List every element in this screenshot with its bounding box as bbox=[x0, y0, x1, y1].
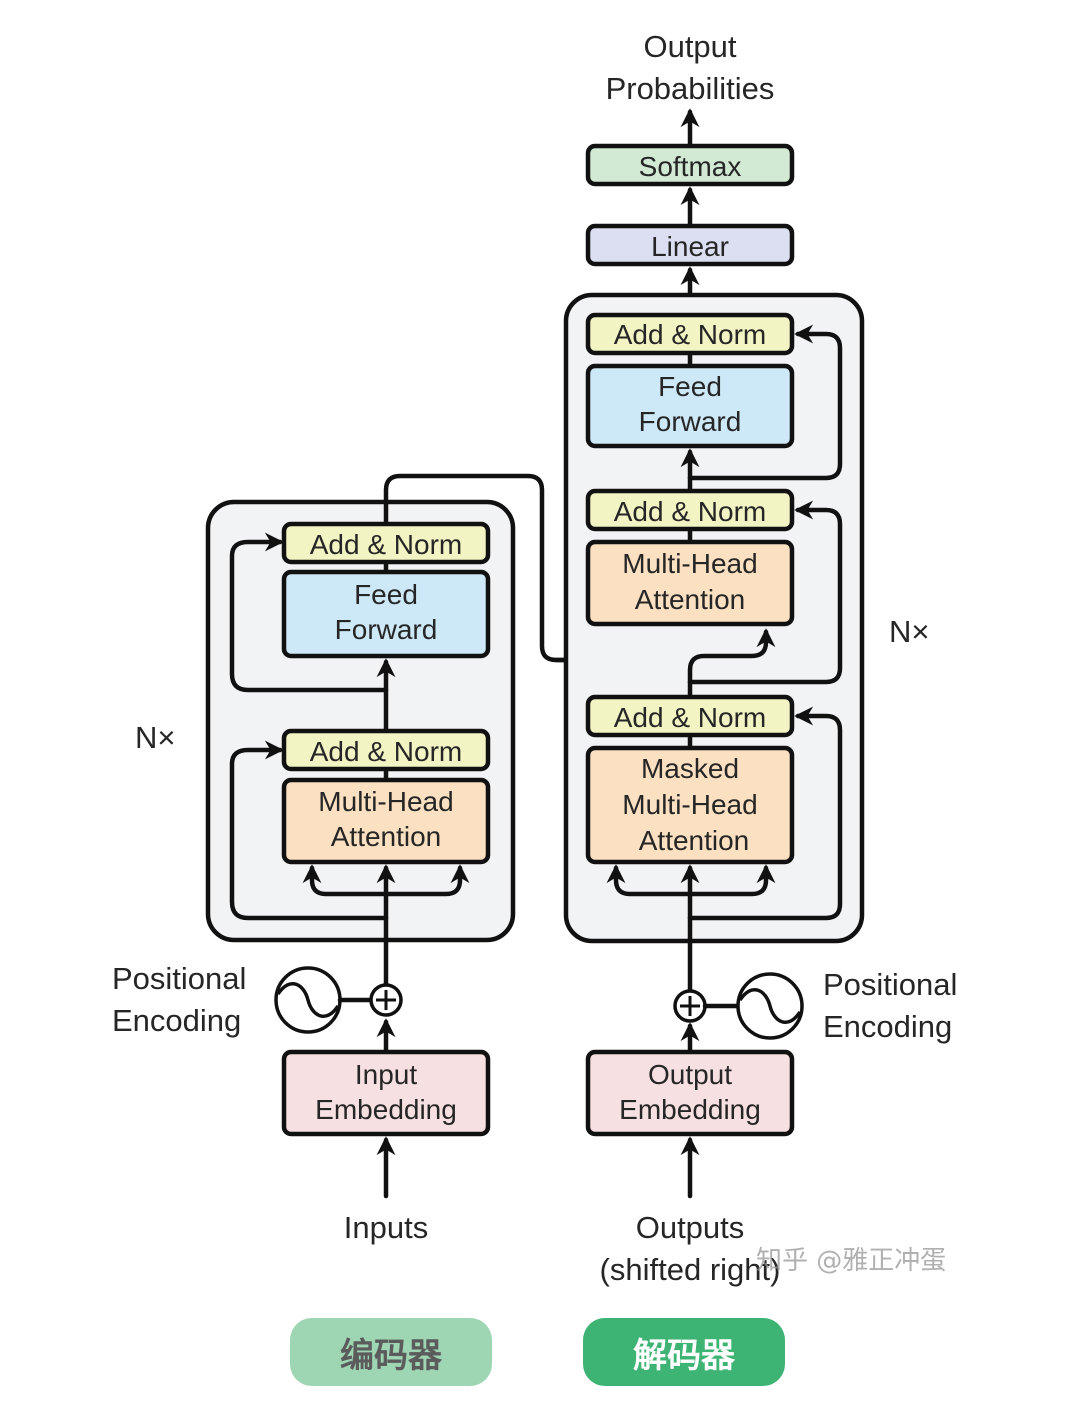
outputs-label-1: Outputs bbox=[636, 1210, 745, 1245]
output-embedding-label-2: Embedding bbox=[619, 1094, 761, 1125]
encoder-badge[interactable]: 编码器 bbox=[290, 1318, 492, 1386]
encoder-multi-head-attention bbox=[281, 777, 491, 865]
decoder-query-wire bbox=[687, 628, 776, 700]
decoder-masked-v-wire bbox=[687, 864, 776, 897]
encoder-add-norm-top bbox=[281, 521, 491, 565]
encoder-attn-label-2: Attention bbox=[331, 821, 442, 852]
decoder-cross-residual-wire bbox=[687, 500, 843, 685]
decoder-cross-attn-label-2: Attention bbox=[635, 584, 746, 615]
encoder-pe-label-2: Encoding bbox=[112, 1003, 241, 1038]
encoder-sine-wave-icon bbox=[274, 966, 342, 1034]
output-embedding-label-1: Output bbox=[648, 1059, 732, 1090]
decoder-sine-wave-icon bbox=[736, 972, 804, 1040]
decoder-nx-label: N× bbox=[889, 614, 930, 649]
decoder-add-norm-mid bbox=[585, 488, 795, 532]
linear-box bbox=[585, 223, 795, 267]
input-embedding-box bbox=[281, 1049, 491, 1137]
output-label-line2: Probabilities bbox=[606, 71, 775, 106]
encoder-add-norm-bottom bbox=[281, 728, 491, 772]
linear-label: Linear bbox=[651, 231, 729, 262]
encoder-attn-k-wire bbox=[302, 864, 389, 897]
watermark: 知乎 @雅正冲蛋 bbox=[756, 1246, 947, 1276]
decoder-add-norm-bottom bbox=[585, 694, 795, 738]
encoder-add-norm-top-label: Add & Norm bbox=[310, 529, 463, 560]
decoder-cross-attn-label-1: Multi-Head bbox=[622, 548, 757, 579]
decoder-ff-residual-wire bbox=[687, 324, 843, 481]
decoder-add-norm-bottom-label: Add & Norm bbox=[614, 702, 767, 733]
inputs-label: Inputs bbox=[344, 1210, 428, 1245]
input-embedding-label-1: Input bbox=[355, 1059, 417, 1090]
encoder-nx-label: N× bbox=[135, 720, 176, 755]
softmax-label: Softmax bbox=[639, 151, 742, 182]
decoder-cross-attention bbox=[585, 539, 795, 627]
decoder-badge[interactable]: 解码器 bbox=[583, 1318, 785, 1386]
encoder-add-circle-icon bbox=[369, 983, 403, 1017]
encoder-output-wire bbox=[383, 473, 693, 663]
decoder-masked-label-2: Multi-Head bbox=[622, 789, 757, 820]
output-label-line1: Output bbox=[643, 29, 736, 64]
encoder-feed-forward bbox=[281, 569, 491, 659]
input-embedding-label-2: Embedding bbox=[315, 1094, 457, 1125]
decoder-masked-label-1: Masked bbox=[641, 753, 739, 784]
decoder-pe-label-1: Positional bbox=[823, 967, 957, 1002]
encoder-attn-label-1: Multi-Head bbox=[318, 786, 453, 817]
decoder-pe-label-2: Encoding bbox=[823, 1009, 952, 1044]
encoder-pe-label-1: Positional bbox=[112, 961, 246, 996]
encoder-block bbox=[205, 499, 516, 943]
decoder-masked-k-wire bbox=[606, 864, 693, 897]
decoder-add-norm-top bbox=[585, 312, 795, 356]
decoder-masked-label-3: Attention bbox=[639, 825, 750, 856]
decoder-feed-forward bbox=[585, 363, 795, 449]
decoder-add-circle-icon bbox=[673, 989, 707, 1023]
output-embedding-box bbox=[585, 1049, 795, 1137]
decoder-ff-label-1: Feed bbox=[658, 371, 722, 402]
encoder-ff-label-2: Forward bbox=[335, 614, 438, 645]
encoder-attn-v-wire bbox=[383, 864, 470, 897]
encoder-ff-residual-wire bbox=[229, 532, 389, 693]
encoder-ff-label-1: Feed bbox=[354, 579, 418, 610]
decoder-add-norm-top-label: Add & Norm bbox=[614, 319, 767, 350]
decoder-ff-label-2: Forward bbox=[639, 406, 742, 437]
decoder-masked-attention bbox=[585, 745, 795, 865]
softmax-box bbox=[585, 143, 795, 187]
encoder-add-norm-bottom-label: Add & Norm bbox=[310, 736, 463, 767]
decoder-add-norm-mid-label: Add & Norm bbox=[614, 496, 767, 527]
decoder-masked-residual-wire bbox=[687, 706, 843, 921]
encoder-attn-residual-wire bbox=[229, 740, 389, 921]
outputs-label-2: (shifted right) bbox=[600, 1252, 781, 1287]
